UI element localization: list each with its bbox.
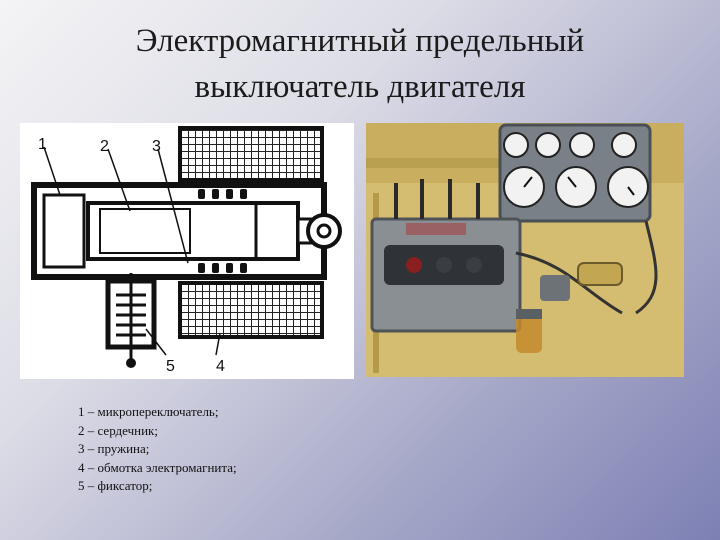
legend-item: 2 – сердечник; bbox=[78, 422, 158, 438]
engine-installation-photo-icon bbox=[366, 123, 684, 377]
title-line-1: Электромагнитный предельный bbox=[135, 23, 585, 59]
switch-cross-section-icon: 1 2 3 4 5 bbox=[31, 126, 342, 375]
diagram-label-4: 4 bbox=[216, 358, 225, 375]
diagram-label-2: 2 bbox=[100, 138, 109, 155]
legend-item: 5 – фиксатор; bbox=[78, 478, 153, 493]
switch-diagram: 1 2 3 4 5 bbox=[20, 123, 354, 379]
diagram-label-5: 5 bbox=[166, 358, 175, 375]
diagram-label-1: 1 bbox=[38, 136, 47, 153]
engine-photo bbox=[366, 123, 684, 377]
legend: 1 – микропереключатель; 2 – сердечник; 3… bbox=[78, 403, 237, 496]
legend-item: 4 – обмотка электромагнита; bbox=[78, 459, 237, 475]
diagram-label-3: 3 bbox=[152, 138, 161, 155]
title-line-2: выключатель двигателя bbox=[194, 69, 526, 105]
slide-title: Электромагнитный предельный выключатель … bbox=[0, 18, 720, 110]
legend-item: 3 – пружина; bbox=[78, 441, 150, 456]
legend-item: 1 – микропереключатель; bbox=[78, 404, 219, 419]
